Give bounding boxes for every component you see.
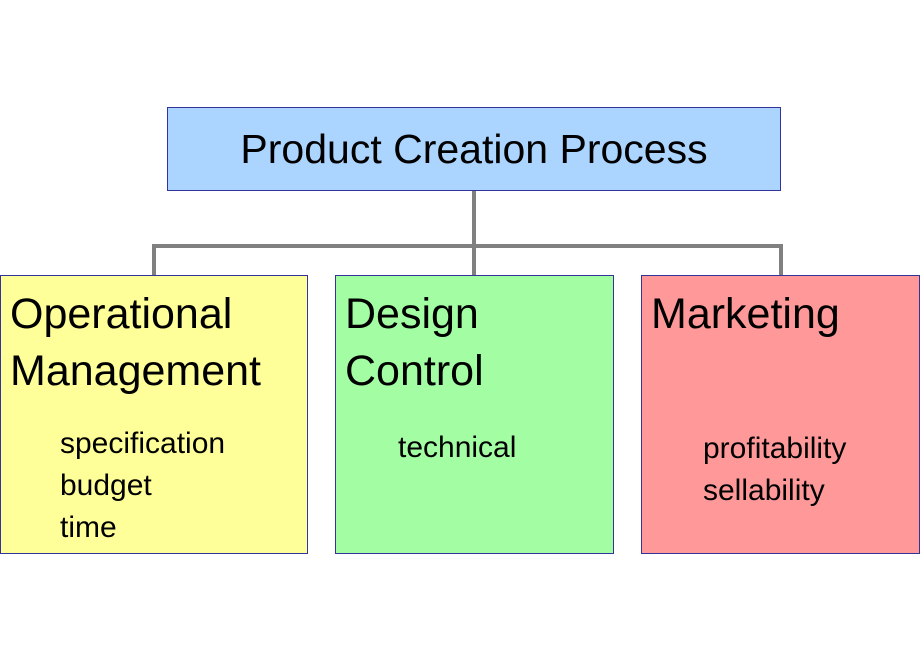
node-design-control: Design Control technical xyxy=(335,275,614,554)
list-item: budget xyxy=(60,469,152,502)
list-item: profitability xyxy=(703,432,847,465)
root-node-title: Product Creation Process xyxy=(240,125,708,172)
node-marketing: Marketing profitability sellability xyxy=(641,275,920,554)
node-items-marketing: profitability sellability xyxy=(703,428,846,512)
node-items-operational-management: specification budget time xyxy=(60,423,225,549)
list-item: sellability xyxy=(703,474,825,507)
list-item: time xyxy=(60,511,117,544)
node-title-design-control: Design Control xyxy=(345,290,484,395)
node-operational-management: Operational Management specification bud… xyxy=(0,275,308,554)
node-title-marketing: Marketing xyxy=(651,290,840,338)
root-node-product-creation-process: Product Creation Process xyxy=(167,107,781,191)
list-item: technical xyxy=(398,431,517,464)
node-title-operational-management: Operational Management xyxy=(10,290,261,395)
node-items-design-control: technical xyxy=(398,427,516,469)
list-item: specification xyxy=(60,427,226,460)
